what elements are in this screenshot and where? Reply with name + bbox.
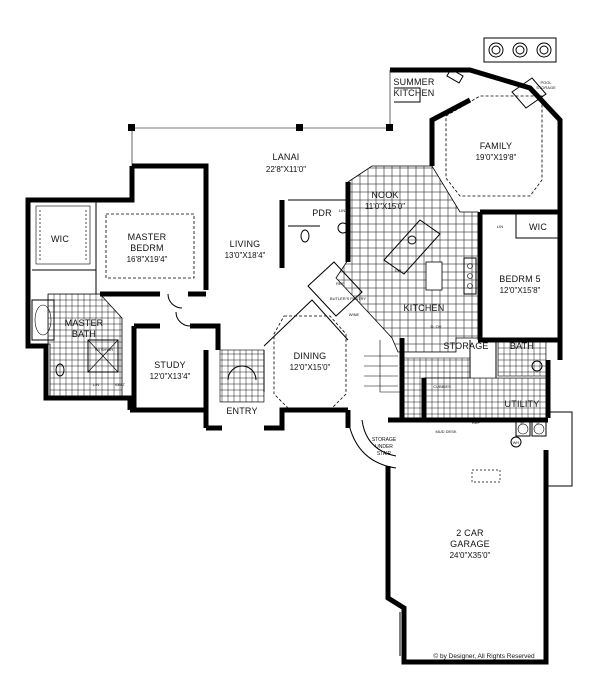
family-ceiling-outline [445,95,543,197]
master-bedrm-label-2: BEDRM [130,243,164,253]
family-dim: 19'0"X19'8" [476,153,517,162]
lin-master-label: LIN [93,382,99,387]
utility-tile-floor [423,377,547,421]
study-dim: 12'0"X13'4" [150,372,191,381]
lin-pdr-label: LIN [339,208,345,213]
master-tray-ceiling [105,213,195,279]
pool-equipment [483,37,557,63]
bath-label: BATH [510,341,534,351]
seat-label: SEAT [115,382,126,387]
ref-utility-label: REF [472,420,481,425]
nook-label: NOOK [371,190,398,200]
master-bath-label-1: MASTER [65,318,104,328]
garage-label-1: 2 CAR [456,528,484,538]
copyright-text: © by Designer, All Rights Reserved [433,652,535,660]
room-labels: SUMMER KITCHEN POOL STORAGE LANAI 22'8"X… [51,77,556,560]
butlers-pantry-label: BUTLER'S PANTRY [330,296,367,301]
master-bedrm-label-1: MASTER [128,232,167,242]
summer-kitchen-label-2: KITCHEN [394,88,435,98]
master-bedrm-dim: 16'8"X19'4" [127,255,168,264]
wine-label: WINE [349,312,360,317]
lin-bed5-label: LIN [497,224,503,229]
garage-dim: 24'0"X35'0" [450,551,491,560]
wic-right-label: WIC [529,222,547,232]
kitchen-island [425,261,443,291]
dining-tray-ceiling [273,315,347,411]
summer-kitchen-label-1: SUMMER [393,77,434,87]
lanai-label: LANAI [272,152,299,162]
cubbies-label: CUBBIES [433,384,451,389]
interior-walls [32,97,560,423]
dw-label: DW [395,268,402,273]
master-bath-tile-floor [47,293,123,397]
master-bath-label-2: BATH [72,329,96,339]
bedrm5-dim: 12'0"X15'8" [500,286,541,295]
storage-under-stair-label-2: UNDER [375,444,393,450]
tiled-floors [47,165,547,421]
dining-label: DINING [294,351,327,361]
utility-label: UTILITY [505,399,540,409]
kitchen-tile-floor [335,165,479,353]
storage-under-stair-label-3: STAIR [377,451,392,457]
kitchen-label: KITCHEN [404,303,445,313]
shower-label: WI SHWR [95,347,113,352]
pool-storage-label-1: POOL [540,80,552,85]
master-tub [31,299,55,341]
study-label: STUDY [154,360,186,370]
dining-dim: 12'0"X15'0" [290,363,331,372]
dov-label: D. OV [431,324,442,329]
entry-label: ENTRY [226,406,257,416]
living-dim: 13'0"X18'4" [225,251,266,260]
washer-label: W [520,420,524,425]
foyer-tile-floor [219,349,265,403]
dryer-label: D [537,420,540,425]
wic-left-label: WIC [51,234,69,244]
pdr-label: PDR [312,208,332,218]
mud-desk-label: MUD DESK [435,429,456,434]
storage-label: STORAGE [443,341,488,351]
water-heater-label: WH [513,440,520,445]
equipment-circle-3 [536,42,552,58]
fixture-labels: REF BUTLER'S PANTRY WINE DW LIN D. OV LI… [93,208,540,445]
ref-label: REF [336,281,345,286]
bath-tile-floor [497,339,547,377]
bedrm5-label: BEDRM 5 [499,274,540,284]
garage-label-2: GARAGE [450,539,490,549]
lanai-dim: 22'8"X11'0" [266,165,306,174]
lanai-columns [128,124,393,131]
storage-under-stair-label-1: STORAGE [372,437,397,443]
family-label: FAMILY [480,141,513,151]
equipment-circle-2 [512,42,528,58]
living-label: LIVING [230,239,261,249]
equipment-circle-1 [488,42,504,58]
nook-dim: 11'0"X15'0" [365,202,405,211]
pool-storage-label-2: STORAGE [536,85,556,90]
